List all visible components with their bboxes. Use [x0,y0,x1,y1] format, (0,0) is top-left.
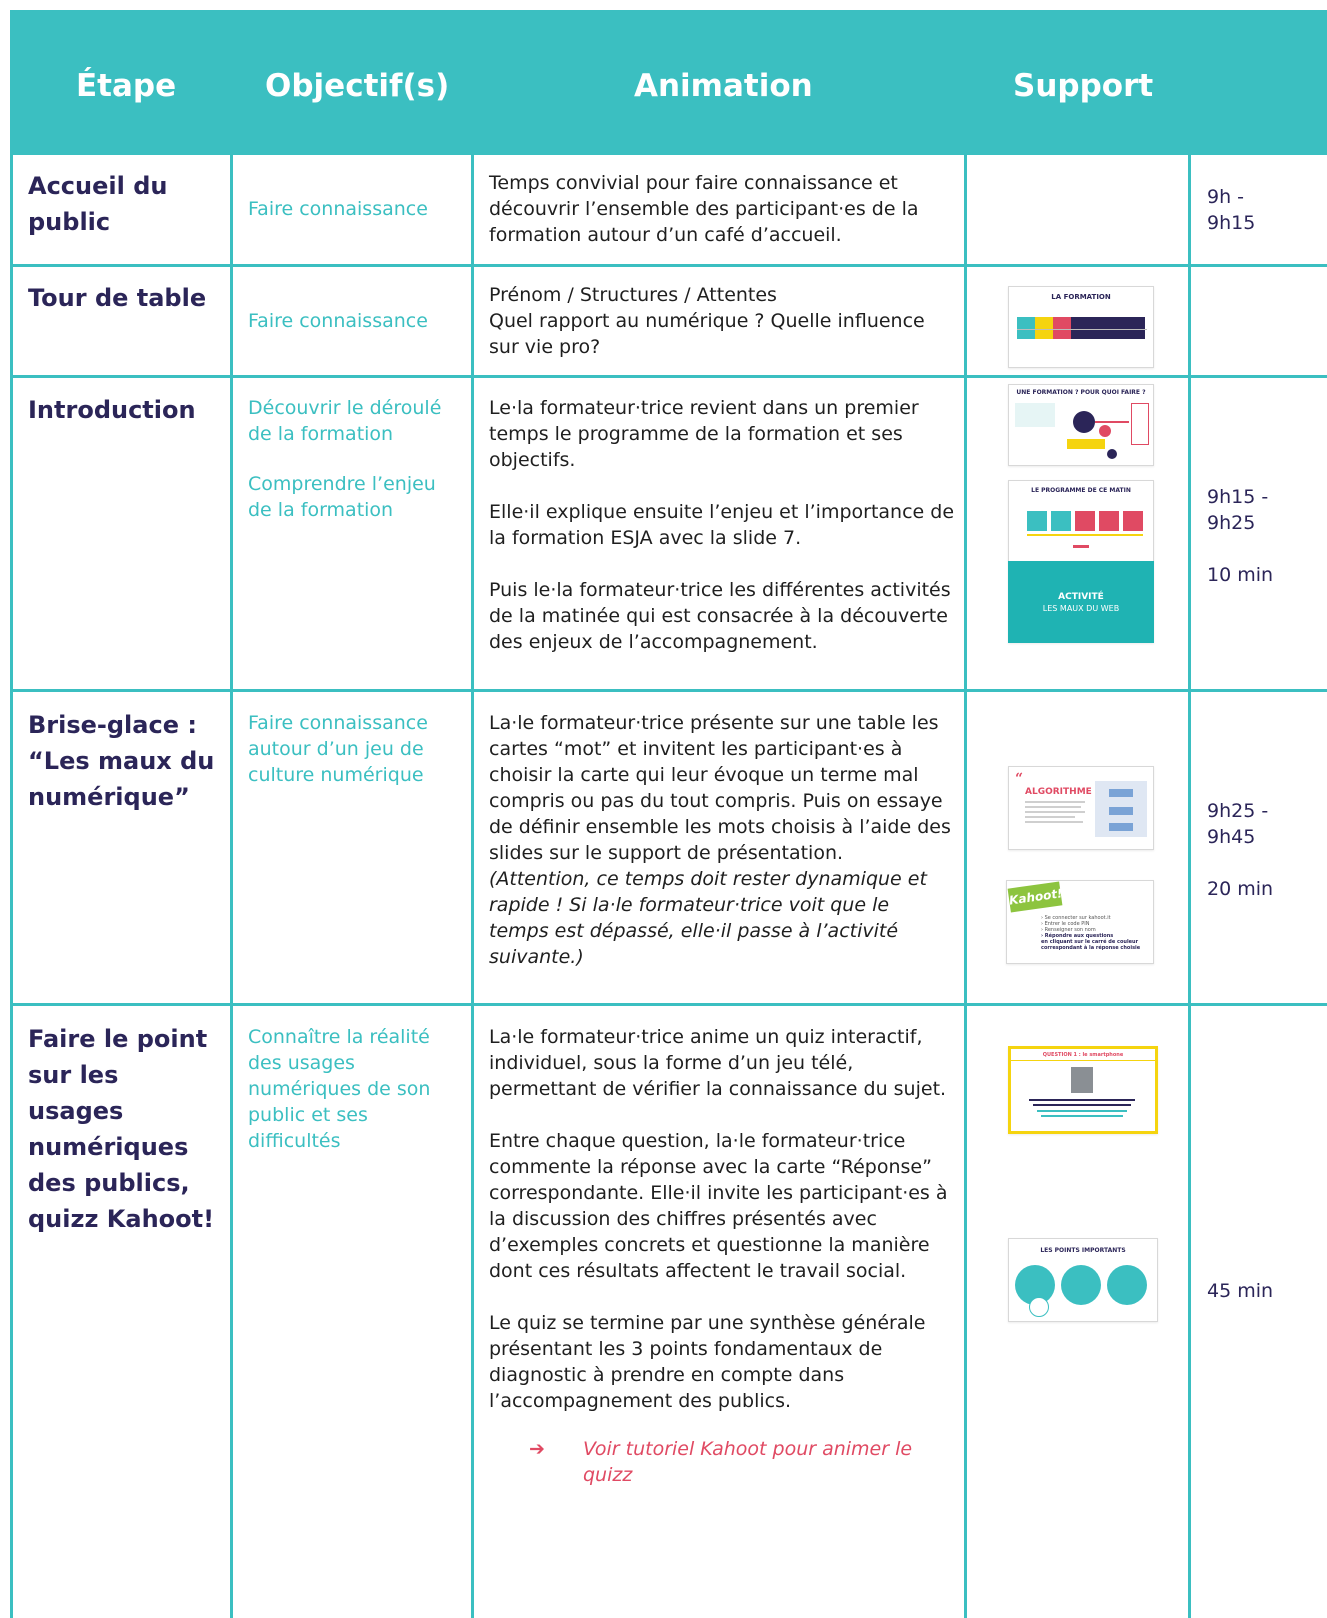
kahoot-line: › Se connecter sur kahoot.it [1041,915,1111,921]
table-header: Étape Objectif(s) Animation Support [10,10,1327,155]
row-3-animation-1: Le·la formateur·trice revient dans un pr… [489,397,919,471]
row-1-animation: Temps convivial pour faire connaissance … [489,172,919,246]
row-3-duree: 10 min [1207,564,1274,586]
grid-line [10,689,1327,692]
slide-thumbnail-programme: LE PROGRAMME DE CE MATIN [1008,480,1154,562]
row-4-objectif: Faire connaissance autour d’un jeu de cu… [248,712,428,786]
slide-thumbnail-activite: ACTIVITÉ LES MAUX DU WEB [1008,561,1154,643]
header-animation: Animation [634,68,813,104]
slide-thumbnail-algorithme: “ ALGORITHME [1008,766,1154,850]
grid-line [10,375,1327,378]
slide-thumbnail-la-formation: LA FORMATION [1008,286,1154,368]
kahoot-line: › Renseigner son nom [1041,927,1096,933]
kahoot-logo-text: Kahoot! [1008,886,1064,908]
grid-line [10,264,1327,267]
kahoot-line: › Répondre aux questions [1041,933,1114,939]
row-4-etape: Brise-glace : “Les maux du numérique” [28,711,215,811]
row-5-etape: Faire le point sur les usages numériques… [28,1025,215,1233]
arrow-right-icon: ➔ [529,1438,545,1460]
row-4-animation-text: La·le formateur·trice présente sur une t… [489,712,951,864]
row-4-times: 9h25 - 9h45 20 min [1207,798,1287,902]
row-5-animation-1: La·le formateur·trice anime un quiz inte… [489,1026,947,1100]
row-3-objectif-2: Comprendre l’enjeu de la formation [248,473,436,521]
row-3-objectif-1: Découvrir le déroulé de la formation [248,397,442,445]
slide-title: QUESTION 1 : le smartphone [1042,1052,1124,1058]
kahoot-logo: Kahoot! [1007,881,1064,913]
grid-line [471,155,474,1618]
row-4-animation: La·le formateur·trice présente sur une t… [489,710,954,970]
slide-title: UNE FORMATION ? POUR QUOI FAIRE ? [1016,389,1146,396]
row-4-animation-note: (Attention, ce temps doit rester dynamiq… [489,868,927,968]
row-2-animation: Prénom / Structures / Attentes Quel rapp… [489,284,925,358]
row-5-animation-2: Entre chaque question, la·le formateur·t… [489,1130,948,1282]
row-3-animation-2: Elle·il explique ensuite l’enjeu et l’im… [489,501,955,549]
kahoot-line: correspondant à la réponse choisie [1041,945,1141,951]
slide-thumbnail-une-formation: UNE FORMATION ? POUR QUOI FAIRE ? [1008,384,1154,466]
row-5-objectif: Connaître la réalité des usages numériqu… [248,1026,431,1152]
row-3-etape: Introduction [28,396,196,424]
kahoot-tutorial-link[interactable]: ➔ Voir tutoriel Kahoot pour animer le qu… [489,1436,954,1488]
header-support: Support [1013,68,1154,104]
row-2-etape: Tour de table [28,284,207,312]
grid-line [10,155,13,1618]
kahoot-line: › Entrer le code PIN [1041,921,1090,927]
row-4-horaire: 9h25 - 9h45 [1207,800,1269,848]
slide-title: LES POINTS IMPORTANTS [1040,1247,1126,1254]
row-1-objectif: Faire connaissance [248,198,428,220]
row-1-etape: Accueil du public [28,172,168,236]
header-objectifs: Objectif(s) [265,68,450,104]
slide-title: LE PROGRAMME DE CE MATIN [1031,487,1131,494]
row-5-animation: La·le formateur·trice anime un quiz inte… [489,1024,954,1488]
grid-line [1188,155,1191,1618]
slide-subtitle: LES MAUX DU WEB [1042,604,1120,613]
grid-line [230,155,233,1618]
row-3-objectifs: Découvrir le déroulé de la formation Com… [248,395,463,523]
row-3-animation: Le·la formateur·trice revient dans un pr… [489,395,954,655]
header-etape: Étape [76,68,177,104]
row-2-objectif: Faire connaissance [248,310,428,332]
row-5-animation-3: Le quiz se termine par une synthèse géné… [489,1312,926,1412]
quote-icon: “ [1015,771,1024,787]
row-3-horaire: 9h15 - 9h25 [1207,486,1269,534]
slide-thumbnail-points-importants: LES POINTS IMPORTANTS [1008,1238,1158,1322]
row-4-duree: 20 min [1207,878,1274,900]
grid-line [964,155,967,1618]
slide-title: LA FORMATION [1051,293,1111,301]
kahoot-tutorial-link-text: Voir tutoriel Kahoot pour animer le quiz… [583,1438,913,1486]
slide-thumbnail-question-smartphone: QUESTION 1 : le smartphone [1008,1046,1158,1134]
grid-line [10,1003,1327,1006]
slide-title: ACTIVITÉ [1058,592,1104,602]
row-5-duree: 45 min [1207,1280,1274,1302]
slide-thumbnail-kahoot: Kahoot! › Se connecter sur kahoot.it › E… [1006,880,1154,964]
row-3-animation-3: Puis le·la formateur·trice les différent… [489,579,951,653]
row-1-horaire: 9h - 9h15 [1207,186,1256,234]
kahoot-line: en cliquant sur le carré de couleur [1041,939,1139,945]
slide-title: ALGORITHME [1025,787,1092,797]
row-3-times: 9h15 - 9h25 10 min [1207,484,1287,588]
